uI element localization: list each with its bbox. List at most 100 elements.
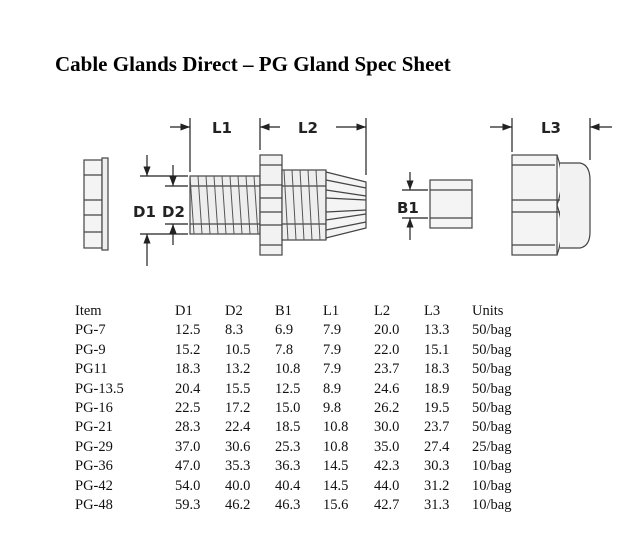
cell-d2: 40.0 (225, 477, 251, 494)
cell-l2: 20.0 (374, 322, 400, 339)
cell-l3: 15.1 (424, 341, 450, 358)
cell-l2: 35.0 (374, 438, 400, 455)
table-header-row: Item D1 D2 B1 L1 L2 L3 Units (75, 302, 532, 321)
cell-b1: 10.8 (275, 361, 301, 378)
label-l3: L3 (541, 119, 561, 137)
gland-diagram: L1 L2 L3 D1 D2 B1 (83, 118, 612, 266)
cell-item: PG-16 (75, 400, 113, 417)
cap-nut-drawing (511, 154, 591, 256)
cell-l3: 23.7 (424, 419, 450, 436)
thread-line (197, 175, 203, 235)
cell-l3: 30.3 (424, 458, 450, 475)
cell-l2: 42.7 (374, 497, 400, 514)
cell-d1: 47.0 (175, 458, 201, 475)
cell-units: 10/bag (472, 477, 512, 494)
cell-d1: 54.0 (175, 477, 201, 494)
cell-l3: 18.9 (424, 380, 450, 397)
cell-units: 50/bag (472, 341, 512, 358)
cell-d1: 59.3 (175, 497, 201, 514)
cell-units: 50/bag (472, 400, 512, 417)
thread-line (245, 175, 251, 235)
cell-d1: 20.4 (175, 380, 201, 397)
seal-insert-drawing (429, 179, 473, 229)
cell-units: 50/bag (472, 380, 512, 397)
label-l1: L1 (212, 119, 232, 137)
cell-l2: 23.7 (374, 361, 400, 378)
thread-line (229, 175, 235, 235)
cell-d2: 13.2 (225, 361, 251, 378)
cell-l2: 42.3 (374, 458, 400, 475)
cell-l3: 18.3 (424, 361, 450, 378)
cell-l3: 19.5 (424, 400, 450, 417)
cell-item: PG-36 (75, 458, 113, 475)
header-l3: L3 (424, 303, 441, 319)
cell-d1: 37.0 (175, 438, 201, 455)
label-d1: D1 (133, 203, 156, 221)
header-item: Item (75, 303, 102, 319)
cell-l3: 31.2 (424, 477, 450, 494)
cell-b1: 7.8 (275, 341, 294, 358)
cell-l2: 26.2 (374, 400, 400, 417)
thread-line (213, 175, 219, 235)
thread-line (237, 175, 243, 235)
cell-l2: 22.0 (374, 341, 400, 358)
cell-l1: 7.9 (323, 361, 342, 378)
table-row: PG-42 54.0 40.0 40.4 14.5 44.0 31.2 10/bag (75, 477, 532, 496)
cell-l1: 15.6 (323, 497, 349, 514)
cell-item: PG-29 (75, 438, 113, 455)
cell-d2: 46.2 (225, 497, 251, 514)
thread-line (205, 175, 211, 235)
cell-d1: 15.2 (175, 341, 201, 358)
cell-d2: 10.5 (225, 341, 251, 358)
cell-b1: 40.4 (275, 477, 301, 494)
cell-b1: 46.3 (275, 497, 301, 514)
cell-l2: 44.0 (374, 477, 400, 494)
cell-item: PG11 (75, 361, 108, 378)
cell-l1: 7.9 (323, 322, 342, 339)
cell-l3: 31.3 (424, 497, 450, 514)
cell-item: PG-21 (75, 419, 113, 436)
cell-l3: 13.3 (424, 322, 450, 339)
cell-b1: 15.0 (275, 400, 301, 417)
cell-item: PG-7 (75, 322, 106, 339)
cell-d1: 18.3 (175, 361, 201, 378)
cell-units: 25/bag (472, 438, 512, 455)
cell-b1: 18.5 (275, 419, 301, 436)
header-l1: L1 (323, 303, 340, 319)
cell-b1: 25.3 (275, 438, 301, 455)
cell-b1: 36.3 (275, 458, 301, 475)
page-title: Cable Glands Direct – PG Gland Spec Shee… (55, 52, 451, 76)
label-b1: B1 (397, 199, 419, 217)
cell-l1: 14.5 (323, 477, 349, 494)
cell-l1: 10.8 (323, 419, 349, 436)
cell-b1: 12.5 (275, 380, 301, 397)
thread-line (221, 175, 227, 235)
label-d2: D2 (162, 203, 185, 221)
cell-item: PG-9 (75, 341, 106, 358)
header-b1: B1 (275, 303, 292, 319)
cell-l2: 30.0 (374, 419, 400, 436)
header-d1: D1 (175, 303, 193, 319)
cell-d1: 28.3 (175, 419, 201, 436)
cell-units: 50/bag (472, 361, 512, 378)
cell-d1: 12.5 (175, 322, 201, 339)
thread-line (189, 175, 195, 235)
table-row: PG11 18.3 13.2 10.8 7.9 23.7 18.3 50/bag (75, 360, 532, 379)
cell-item: PG-13.5 (75, 380, 124, 397)
cell-item: PG-48 (75, 497, 113, 514)
dimension-lines (140, 118, 612, 266)
cell-l1: 10.8 (323, 438, 349, 455)
cell-item: PG-42 (75, 477, 113, 494)
cell-units: 10/bag (472, 458, 512, 475)
cell-d2: 35.3 (225, 458, 251, 475)
label-l2: L2 (298, 119, 318, 137)
cell-l1: 8.9 (323, 380, 342, 397)
cell-units: 50/bag (472, 419, 512, 436)
